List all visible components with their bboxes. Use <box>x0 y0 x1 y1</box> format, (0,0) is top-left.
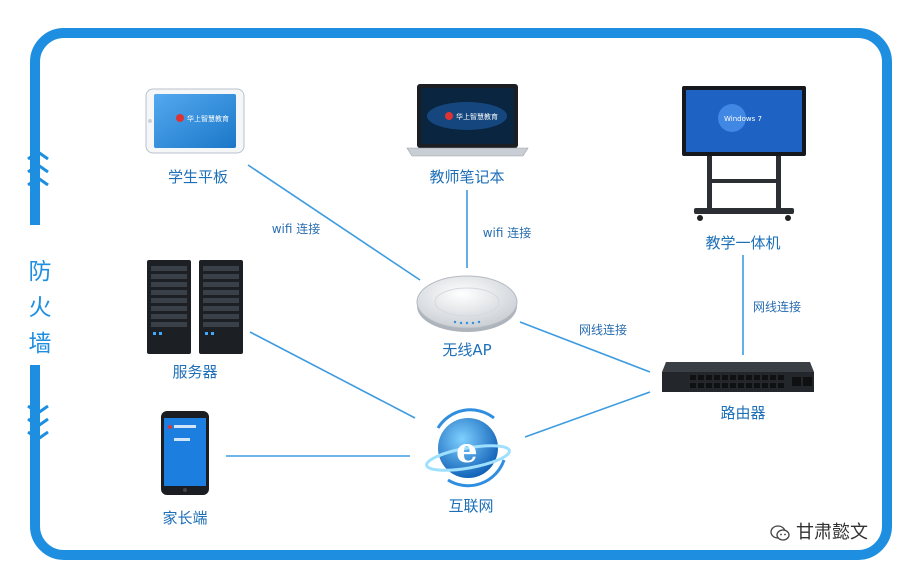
chevron-down-icon <box>27 431 49 441</box>
link-tablet-ap <box>247 164 421 281</box>
laptop-icon: 华上智慧教育 <box>406 84 529 157</box>
firewall-label-char: 防 <box>28 259 52 285</box>
firewall-label-char: 墙 <box>28 331 52 357</box>
chevron-up-icon <box>27 150 49 160</box>
laptop-screen-brand: 华上智慧教育 <box>456 112 498 121</box>
node-label-router: 路由器 <box>720 404 766 422</box>
wireless-ap-icon <box>416 275 518 332</box>
edge-label-ap-router: 网线连接 <box>578 323 628 337</box>
edge-label-laptop-ap: wifi 连接 <box>482 226 532 240</box>
internet-globe-icon: e <box>425 408 511 488</box>
chevron-up-icon <box>27 163 49 173</box>
node-label-tablet: 学生平板 <box>167 168 229 186</box>
link-ap-router <box>519 321 651 373</box>
tablet-icon: 华上智慧教育 <box>145 88 245 154</box>
chevron-up-icon <box>27 176 49 186</box>
server-icon <box>147 260 243 354</box>
node-label-phone: 家长端 <box>162 509 208 527</box>
node-label-ap: 无线AP <box>442 341 492 359</box>
edge-label-smartboard-router: 网线连接 <box>752 300 802 314</box>
edge-label-tablet-ap: wifi 连接 <box>271 222 321 236</box>
firewall-label-gap <box>24 225 48 365</box>
smartboard-screen-os: Windows 7 <box>724 115 762 123</box>
node-label-smartboard: 教学一体机 <box>705 234 781 252</box>
node-label-laptop: 教师笔记本 <box>429 168 505 186</box>
node-label-server: 服务器 <box>172 363 218 381</box>
link-router-internet <box>524 391 651 438</box>
wechat-icon <box>770 525 790 541</box>
node-label-internet: 互联网 <box>448 497 494 515</box>
chevron-down-icon <box>27 405 49 415</box>
tablet-screen-brand: 华上智慧教育 <box>187 114 229 123</box>
svg-text:e: e <box>456 431 478 471</box>
router-icon <box>662 362 814 392</box>
link-server-internet <box>249 331 416 419</box>
firewall-label-char: 火 <box>28 295 52 321</box>
watermark-text: 甘肃懿文 <box>796 522 868 543</box>
chevron-down-icon <box>27 418 49 428</box>
watermark: 甘肃懿文 <box>770 518 868 544</box>
phone-icon <box>161 411 209 495</box>
smartboard-icon: Windows 7 <box>682 86 806 221</box>
